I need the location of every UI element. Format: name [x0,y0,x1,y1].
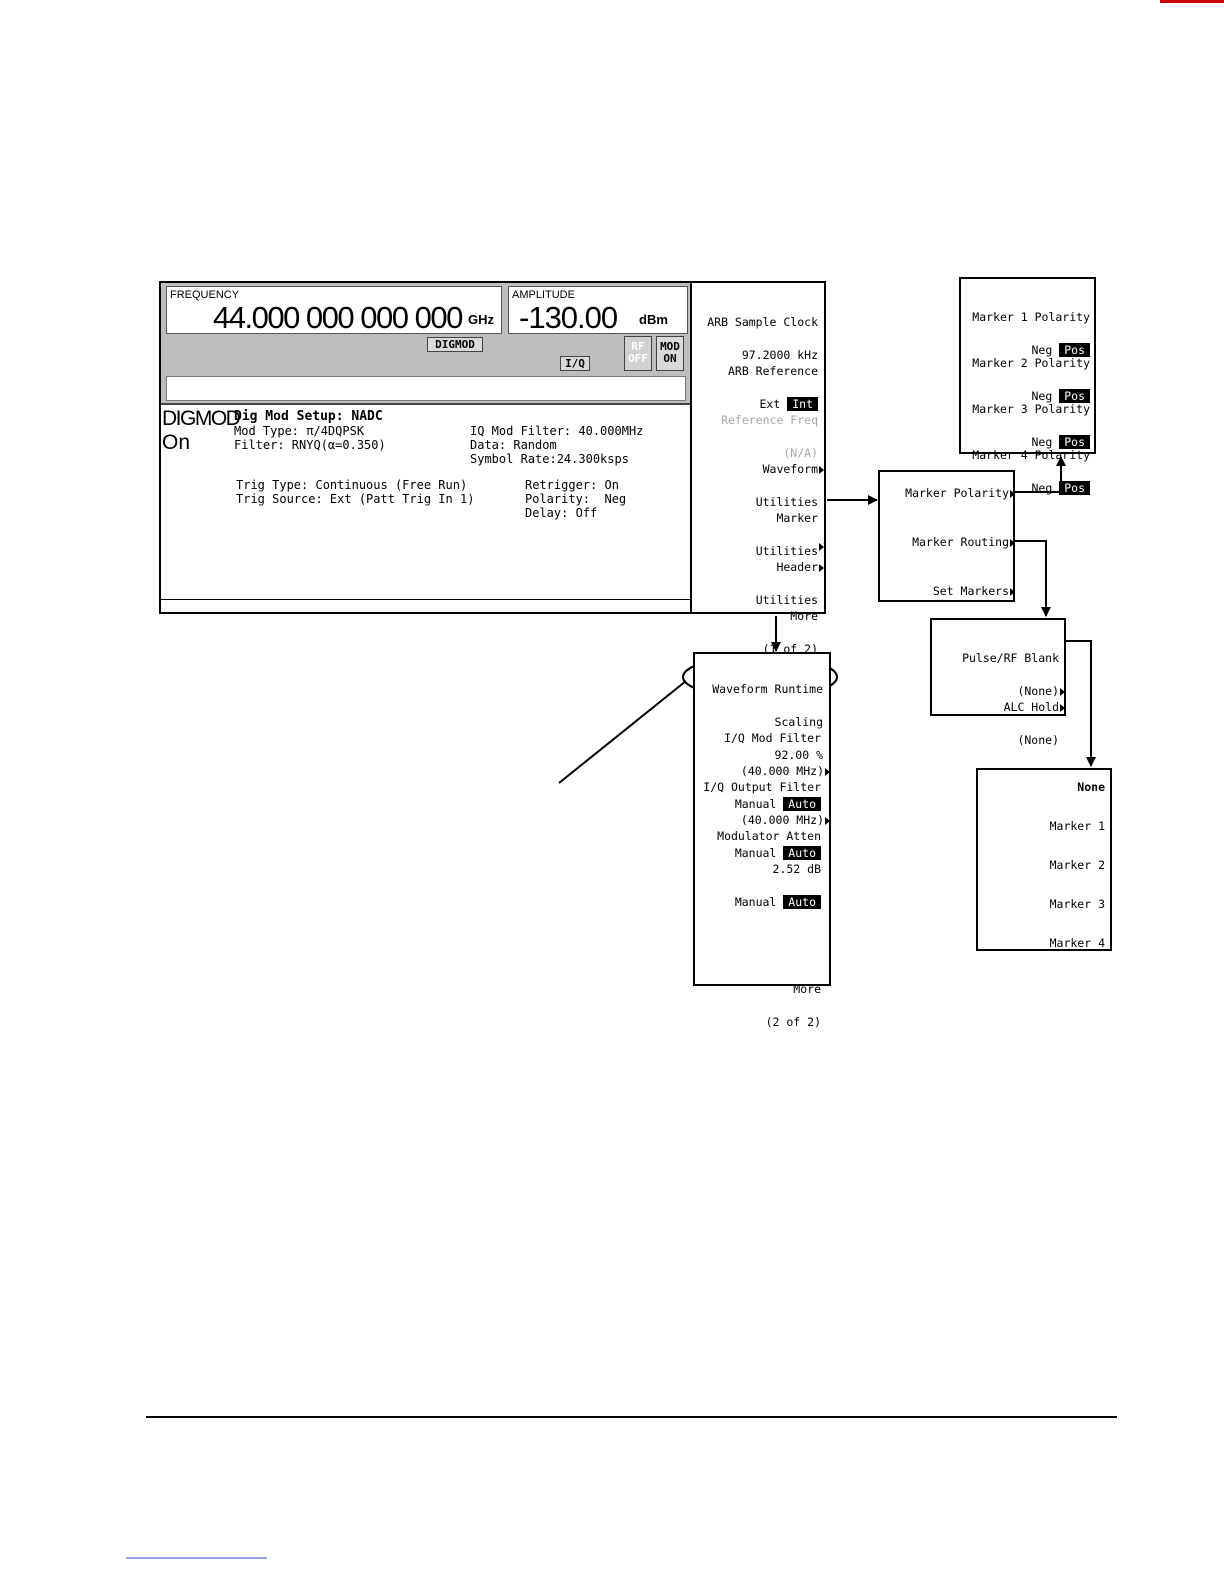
iq-mod-filter-selected: Auto [783,797,821,811]
softkey-marker-2-polarity[interactable]: Marker 2 Polarity Neg Pos [972,356,1090,403]
submenu-arrow-icon [819,465,824,474]
marker-2-polarity-selected: Pos [1059,389,1090,403]
softkey-pulse-rf-blank[interactable]: Pulse/RF Blank (None) [932,631,1065,719]
instrument-display: FREQUENCY 44.000 000 000 000 GHz AMPLITU… [159,281,826,655]
softkey-marker-4[interactable]: Marker 4 [1049,936,1105,950]
digmod-state: On [162,431,191,454]
softkey-waveform-runtime-scaling[interactable]: Waveform Runtime Scaling 92.00 % [712,682,823,762]
softkey-header-utilities[interactable]: Header Utilities [696,540,824,628]
frequency-box: FREQUENCY 44.000 000 000 000 GHz [166,286,502,335]
softkey-marker-polarity[interactable]: Marker Polarity [880,487,1015,499]
softkey-marker-4-polarity[interactable]: Marker 4 Polarity Neg Pos [972,448,1090,495]
softkey-modulator-atten[interactable]: Modulator Atten 2.52 dB Manual Auto [717,829,821,909]
softkey-arb-sample-clock[interactable]: ARB Sample Clock 97.2000 kHz [707,315,818,362]
softkey-set-markers[interactable]: Set Markers [880,585,1015,597]
softkey-marker-routing[interactable]: Marker Routing [880,536,1015,548]
trig-source: Trig Source: Ext (Patt Trig In 1) [236,492,475,506]
softkey-alc-hold[interactable]: ALC Hold (None) [932,680,1065,768]
iq-output-filter-selected: Auto [783,846,821,860]
delay: Delay: Off [525,506,598,520]
data-source: Data: Random [470,438,557,452]
submenu-arrow-icon [819,542,824,551]
softkey-reference-freq: Reference Freq (N/A) [721,413,818,460]
submenu-arrow-icon [819,563,824,572]
softkey-separator [690,283,692,614]
frequency-label: FREQUENCY [170,289,240,301]
softkey-marker-utilities[interactable]: Marker Utilities [696,491,824,579]
marker-1-polarity-selected: Pos [1059,343,1090,357]
rf-off-annunciator: RF OFF [624,336,652,371]
entry-area [166,376,686,401]
softkey-iq-mod-filter[interactable]: I/Q Mod Filter (40.000 MHz) Manual Auto [695,711,830,832]
modulator-atten-selected: Auto [783,895,821,909]
softkeys-page-2: Waveform Runtime Scaling 92.00 % I/Q Mod… [693,652,831,1028]
submenu-arrow-icon [825,816,830,825]
softkey-more-1[interactable]: More (1 of 2) [762,609,818,656]
softkey-marker-1-polarity[interactable]: Marker 1 Polarity Neg Pos [972,310,1090,357]
marker-select-menu: None Marker 1 Marker 2 Marker 3 Marker 4 [976,768,1112,951]
arrow-to-marker-routing [1014,540,1051,617]
callout-leader [558,680,687,784]
submenu-arrow-icon [825,767,830,776]
marker-utilities-menu: Marker Polarity Marker Routing Set Marke… [878,470,1015,602]
iq-annunciator: I/Q [560,356,590,371]
marker-routing-menu: Pulse/RF Blank (None) ALC Hold (None) [930,618,1066,746]
frequency-value: 44.000 000 000 000 [213,300,463,335]
mod-type: Mod Type: π/4DQPSK [234,424,365,438]
trig-type: Trig Type: Continuous (Free Run) [236,478,468,492]
symbol-rate: Symbol Rate:24.300ksps [470,452,629,466]
digmod-annunciator: DIGMOD [427,337,483,352]
softkey-marker-3-polarity[interactable]: Marker 3 Polarity Neg Pos [972,402,1090,449]
header-rule [1160,0,1224,3]
amplitude-label: AMPLITUDE [512,289,575,301]
submenu-arrow-icon [1010,489,1015,498]
submenu-arrow-icon [1010,538,1015,547]
marker-polarity-menu: Marker 1 Polarity Neg Pos Marker 2 Polar… [959,277,1096,495]
arb-reference-selected: Int [787,397,818,411]
softkey-more-2[interactable]: More (2 of 2) [765,982,821,1029]
softkey-iq-output-filter[interactable]: I/Q Output Filter (40.000 MHz) Manual Au… [695,760,830,881]
mod-on-annunciator: MOD ON [656,336,684,371]
softkey-waveform-utilities[interactable]: Waveform Utilities [696,442,824,530]
amplitude-unit: dBm [639,312,668,327]
frequency-unit: GHz [468,312,494,327]
marker-4-polarity-selected: Pos [1059,481,1090,495]
submenu-arrow-icon [1010,587,1015,596]
display-divider [161,403,691,405]
iq-mod-filter: IQ Mod Filter: 40.000MHz [470,424,644,438]
softkey-marker-3[interactable]: Marker 3 [1049,897,1105,911]
display-footer-line [161,599,691,600]
amplitude-box: AMPLITUDE -130.00 dBm [508,286,688,335]
softkey-marker-2[interactable]: Marker 2 [1049,858,1105,872]
submenu-arrow-icon [1060,687,1065,696]
marker-3-polarity-selected: Pos [1059,435,1090,449]
polarity: Polarity: Neg [525,492,627,506]
setup-title: Dig Mod Setup: NADC [234,409,383,424]
retrigger: Retrigger: On [525,478,619,492]
amplitude-value: -130.00 [519,300,618,335]
softkey-none[interactable]: None [1077,780,1105,794]
softkey-marker-1[interactable]: Marker 1 [1049,819,1105,833]
filter-type: Filter: RNYQ(α=0.350) [234,438,386,452]
digmod-status: DIGMOD [162,407,241,430]
submenu-arrow-icon [1060,703,1065,712]
softkey-arb-reference[interactable]: ARB Reference Ext Int [727,364,818,411]
arrow-to-marker-select [1066,640,1096,767]
